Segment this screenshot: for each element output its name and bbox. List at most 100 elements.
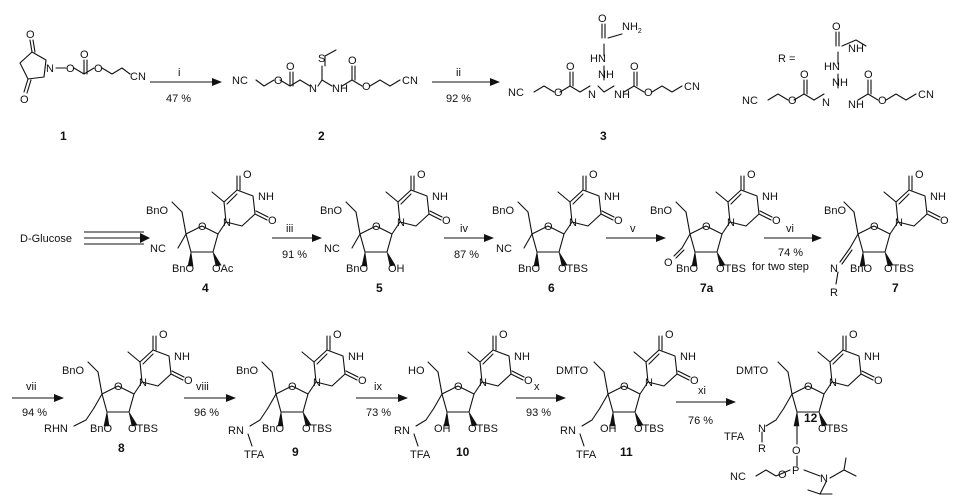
atom-o: O [620, 381, 629, 393]
r-group-definition: R = NC O O N NH HN O NH NH O O CN [742, 21, 934, 111]
group-bno: BnO [146, 205, 168, 217]
atom-o: O [358, 375, 367, 387]
group-oh: OH [434, 423, 451, 435]
atom-nh: NH [604, 191, 620, 203]
reagent-label: viii [196, 381, 209, 393]
atom-p: P [792, 465, 799, 477]
group-otbs: OTBS [128, 423, 158, 435]
atom-o: O [544, 221, 553, 233]
reaction-arrow-v: v [606, 223, 666, 242]
atom-o: O [664, 257, 673, 269]
atom-o: O [362, 81, 371, 93]
reagent-label: vii [26, 381, 36, 393]
atom-o: O [940, 215, 949, 227]
group-oh: OH [600, 423, 617, 435]
atom-r: R [758, 443, 766, 455]
compound-1-structure: O O N O O O CN 1 [19, 29, 146, 143]
group-bno: BnO [518, 263, 540, 275]
group-bno: BnO [172, 263, 194, 275]
group-nc: NC [508, 87, 524, 99]
group-bno: BnO [90, 423, 112, 435]
reaction-arrow-xi: xi 76 % [676, 385, 736, 427]
atom-s: S [318, 53, 325, 65]
compound-label-5: 5 [376, 281, 383, 295]
compound-8-structure: O NH O N O BnO RHN BnO OTBS 8 [44, 329, 193, 455]
reagent-label: i [178, 67, 180, 79]
atom-o: O [286, 61, 295, 73]
yield-label: 47 % [166, 93, 191, 105]
atom-o: O [915, 169, 924, 181]
atom-o: O [747, 169, 756, 181]
atom-o: O [778, 469, 787, 481]
group-tfa: TFA [410, 449, 431, 461]
reaction-arrow-ix: ix 73 % [356, 381, 408, 419]
atom-n: N [820, 473, 828, 485]
compound-label-4: 4 [202, 281, 209, 295]
compound-5-structure: O NH O N O BnO NC BnO OH 5 [320, 169, 451, 295]
group-otbs: OTBS [884, 263, 914, 275]
atom-o: O [348, 55, 357, 67]
compound-2-structure: NC O O N S NH O O CN 2 [232, 49, 418, 143]
group-bno: BnO [320, 205, 342, 217]
group-bno: BnO [62, 365, 84, 377]
compound-10-structure: O NH O N O HO RN TFA OH OTBS 10 [394, 329, 533, 461]
atom-nh: NH [432, 191, 448, 203]
atom-o: O [832, 21, 841, 33]
group-dmto: DMTO [556, 365, 589, 377]
group-rn: RN [228, 425, 244, 437]
compound-label-12: 12 [804, 411, 818, 425]
group-otbs: OTBS [302, 423, 332, 435]
atom-o: O [800, 69, 809, 81]
group-bno: BnO [650, 205, 672, 217]
group-bno: BnO [850, 263, 872, 275]
reaction-arrow-iv: iv 87 % [444, 223, 494, 261]
atom-o: O [417, 169, 426, 181]
group-cn: CN [130, 71, 146, 83]
group-oac: OAc [212, 263, 234, 275]
reagent-label: ix [374, 381, 382, 393]
atom-o: O [274, 75, 283, 87]
yield-label: 93 % [526, 407, 551, 419]
group-otbs: OTBS [558, 263, 588, 275]
atom-o: O [114, 381, 123, 393]
atom-nh: NH [864, 351, 880, 363]
atom-o: O [702, 221, 711, 233]
reaction-arrow-x: x 93 % [516, 381, 566, 419]
reagent-label: x [534, 381, 540, 393]
group-bno: BnO [346, 263, 368, 275]
atom-hn: HN [824, 61, 840, 73]
atom-nh: NH [598, 69, 614, 81]
group-oh: OH [388, 263, 405, 275]
yield-note: for two step [752, 261, 809, 273]
yield-label: 73 % [366, 407, 391, 419]
atom-nh: NH [680, 351, 696, 363]
atom-o: O [644, 87, 653, 99]
group-rhn: RHN [44, 423, 68, 435]
group-otbs: OTBS [468, 423, 498, 435]
atom-o: O [442, 215, 451, 227]
atom-nh: NH [332, 83, 348, 95]
group-otbs: OTBS [634, 423, 664, 435]
atom-o: O [598, 13, 607, 25]
reaction-arrow-viii: viii 96 % [184, 381, 236, 419]
group-nc: NC [742, 95, 758, 107]
reaction-arrow-i: i 47 % [150, 67, 222, 105]
group-bno: BnO [824, 205, 846, 217]
atom-o: O [184, 375, 193, 387]
yield-label: 96 % [194, 407, 219, 419]
atom-n: N [397, 217, 405, 229]
atom-n: N [46, 63, 54, 75]
atom-nh: NH [848, 99, 864, 111]
atom-o: O [690, 375, 699, 387]
group-tfa: TFA [244, 449, 265, 461]
atom-nh: NH [174, 351, 190, 363]
atom-o: O [26, 29, 35, 41]
compound-4-structure: O NH O N O BnO NC BnO OAc 4 [146, 169, 277, 295]
compound-7a-structure: O NH O N O BnO O BnO OTBS 7a [650, 169, 781, 295]
atom-n: N [758, 423, 766, 435]
group-bno: BnO [236, 365, 258, 377]
atom-n: N [727, 217, 735, 229]
yield-label: 76 % [688, 415, 713, 427]
atom-o: O [870, 221, 879, 233]
group-cn: CN [684, 81, 700, 93]
